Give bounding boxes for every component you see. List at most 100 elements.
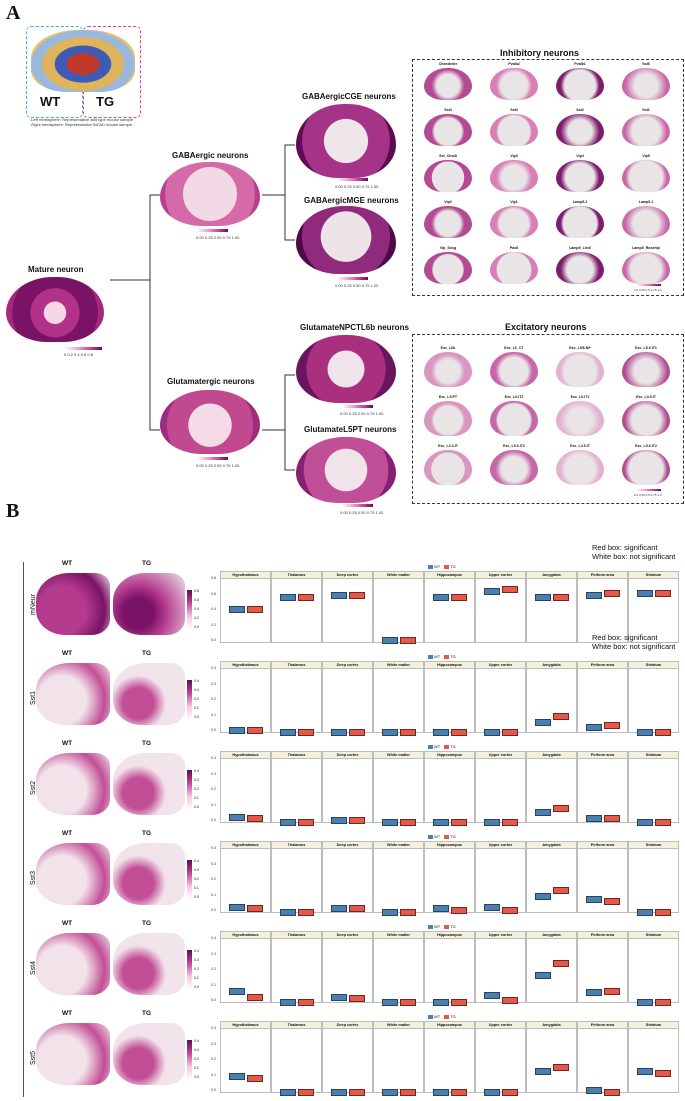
mini-map-label: Pvalb2: [508, 62, 520, 66]
legend-tg-swatch: [444, 924, 450, 929]
region-subplot: White matter: [373, 1021, 424, 1096]
legend-wt-swatch: [428, 1014, 433, 1019]
expression-colorbar: [187, 950, 192, 990]
region-subplot: Thalamus: [271, 841, 322, 916]
colorbar-tick: 0.3: [194, 868, 199, 872]
colorbar-tick: 0.4: [194, 679, 199, 683]
region-subplot: Upper cortex: [475, 751, 526, 826]
mini-map: [622, 206, 670, 238]
region-header: Hypothalamus: [221, 1022, 270, 1029]
y-tick: 0.3: [211, 861, 216, 866]
colorbar-tick: 0.2: [194, 616, 199, 620]
y-tick: 0.3: [211, 681, 216, 686]
box-tg: [451, 998, 467, 1006]
region-subplot: Piriform area: [577, 661, 628, 733]
colorbar-tick: 0.2: [194, 1057, 199, 1061]
colorbar-tick: 0.8: [194, 589, 199, 593]
legend-wt-label: WT: [434, 924, 441, 929]
tg-spatial-map: [113, 573, 185, 635]
mini-map-label: Vip_Sncg: [439, 246, 457, 250]
region-header: Amygdala: [527, 572, 576, 579]
legend-tg-label: TG: [450, 564, 456, 569]
mini-map-label: Lamp5.1: [638, 200, 654, 204]
legend-wt-label: WT: [434, 834, 441, 839]
region-subplot: Piriform area: [577, 931, 628, 1003]
wt-spatial-map: [36, 1023, 110, 1085]
region-header: Deep cortex: [323, 572, 372, 579]
mini-map-label: Exc_L6.IT2: [504, 395, 524, 399]
region-subplot: Amygdala: [526, 571, 577, 643]
y-tick: 0.2: [211, 622, 216, 627]
legend-tg-swatch: [444, 834, 450, 839]
region-header: Striatum: [629, 842, 678, 849]
colorbar-tick: 0.4: [194, 949, 199, 953]
colorbar-tick: 0.3: [194, 688, 199, 692]
mini-map-label: Exc_L5.6.IT2: [635, 444, 657, 448]
tg-header: TG: [142, 830, 152, 837]
mge-map: [296, 206, 396, 274]
box-tg: [247, 993, 263, 1001]
box-wt: [280, 908, 296, 916]
l5pt-map: [296, 437, 396, 503]
region-subplot: Amygdala: [526, 841, 577, 913]
region-subplot: Deep cortex: [322, 661, 373, 736]
legend-wt-swatch: [428, 654, 433, 659]
box-wt: [484, 992, 500, 1000]
tg-spatial-map: [113, 843, 185, 905]
legend-tg-label: TG: [450, 924, 456, 929]
box-wt: [637, 590, 653, 598]
gabaergic-colorbar: [198, 229, 228, 232]
y-tick: 0.1: [211, 892, 216, 897]
box-tg: [655, 728, 671, 736]
colorbar-tick: 0.0: [194, 805, 199, 809]
box-tg: [400, 728, 416, 736]
mini-map: [490, 206, 538, 238]
box-tg: [451, 593, 467, 601]
region-header: Piriform area: [578, 1022, 627, 1029]
region-header: Hypothalamus: [221, 842, 270, 849]
expression-colorbar: [187, 1040, 192, 1080]
y-tick: 0.4: [211, 666, 216, 670]
box-tg: [349, 728, 365, 736]
y-tick: 0.4: [211, 936, 216, 940]
region-header: Amygdala: [527, 842, 576, 849]
note-red: Red box: significant: [592, 543, 658, 552]
mge-title: GABAergicMGE neurons: [304, 196, 399, 205]
mini-map: [556, 114, 604, 146]
box-tg: [553, 959, 569, 967]
expression-colorbar: [187, 860, 192, 900]
mini-map: [490, 160, 538, 192]
box-tg: [298, 998, 314, 1006]
region-subplot: White matter: [373, 661, 424, 736]
region-header: Piriform area: [578, 932, 627, 939]
box-wt: [433, 905, 449, 913]
region-header: Thalamus: [272, 752, 321, 759]
inset-note-right: -Right hemisphere: Representative 5xFAD …: [30, 122, 133, 127]
legend-tg-swatch: [444, 564, 450, 569]
region-header: White matter: [374, 572, 423, 579]
region-header: Upper cortex: [476, 842, 525, 849]
mini-map: [622, 160, 670, 192]
box-wt: [331, 993, 347, 1001]
mini-map: [424, 352, 472, 387]
box-wt: [382, 818, 398, 826]
colorbar-tick: 0.3: [194, 778, 199, 782]
region-header: Hippocampus: [425, 1022, 474, 1029]
region-subplot: Thalamus: [271, 661, 322, 736]
atlas-image: [31, 30, 135, 92]
region-header: Piriform area: [578, 842, 627, 849]
region-subplot: Deep cortex: [322, 931, 373, 1003]
panel-b-letter: B: [6, 500, 20, 522]
mini-map-label: Vip2: [444, 200, 452, 204]
box-tg: [655, 818, 671, 826]
y-tick: 0.0: [211, 908, 216, 912]
box-tg: [502, 818, 518, 826]
region-subplot: Striatum: [628, 571, 679, 643]
box-tg: [502, 728, 518, 736]
region-subplot: Amygdala: [526, 751, 577, 823]
mini-map-label: Vip5: [642, 154, 650, 158]
panel-a-letter: A: [6, 2, 21, 24]
region-subplot: Thalamus: [271, 571, 322, 643]
box-wt: [331, 592, 347, 599]
